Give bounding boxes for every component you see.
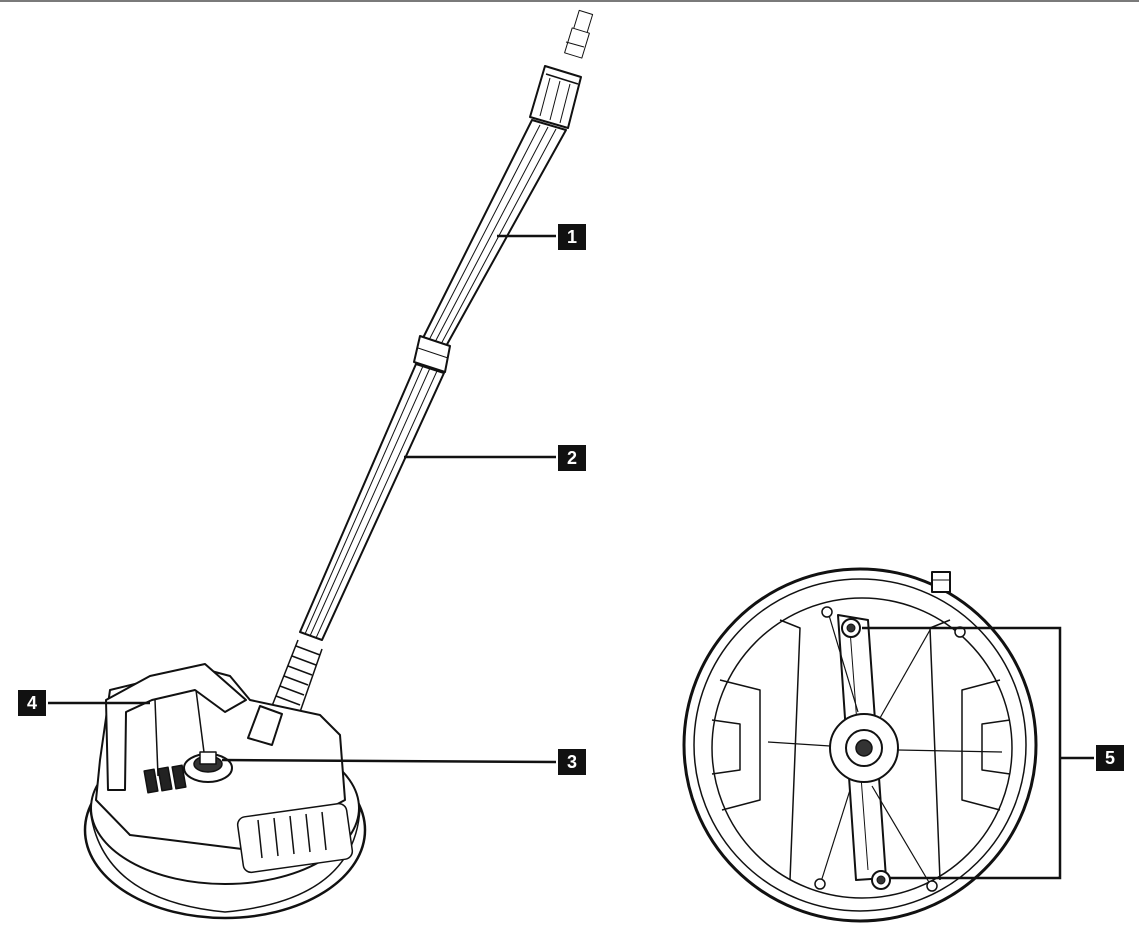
surface-cleaner-body: [83, 663, 367, 920]
carry-handle: [105, 663, 247, 791]
screws: [814, 606, 966, 892]
spring-coil: [271, 639, 323, 713]
lance-socket: [247, 705, 283, 746]
nozzle-tip: [564, 9, 594, 59]
inlet-stub: [931, 571, 951, 593]
leader-5: [862, 626, 1062, 880]
callout-5: 5: [1096, 745, 1124, 771]
grip-ribs: [236, 802, 354, 874]
cross-struts: [767, 611, 1003, 886]
callout-3: 3: [558, 749, 586, 775]
leader-lines: [48, 234, 1094, 880]
upper-tube: [421, 119, 567, 349]
lower-tube: [299, 363, 445, 641]
joint-collar: [413, 335, 451, 373]
top-border: [0, 0, 1139, 2]
callout-4: 4: [18, 690, 46, 716]
callout-1: 1: [558, 224, 586, 250]
coupling-sleeve: [529, 65, 582, 129]
leader-3: [221, 758, 557, 764]
vent-slots: [143, 764, 187, 794]
underside-view: [682, 567, 1038, 923]
callout-2: 2: [558, 445, 586, 471]
lance-assembly: [271, 9, 594, 713]
nozzle-pair: [841, 618, 891, 890]
hose-connector: [183, 751, 233, 783]
